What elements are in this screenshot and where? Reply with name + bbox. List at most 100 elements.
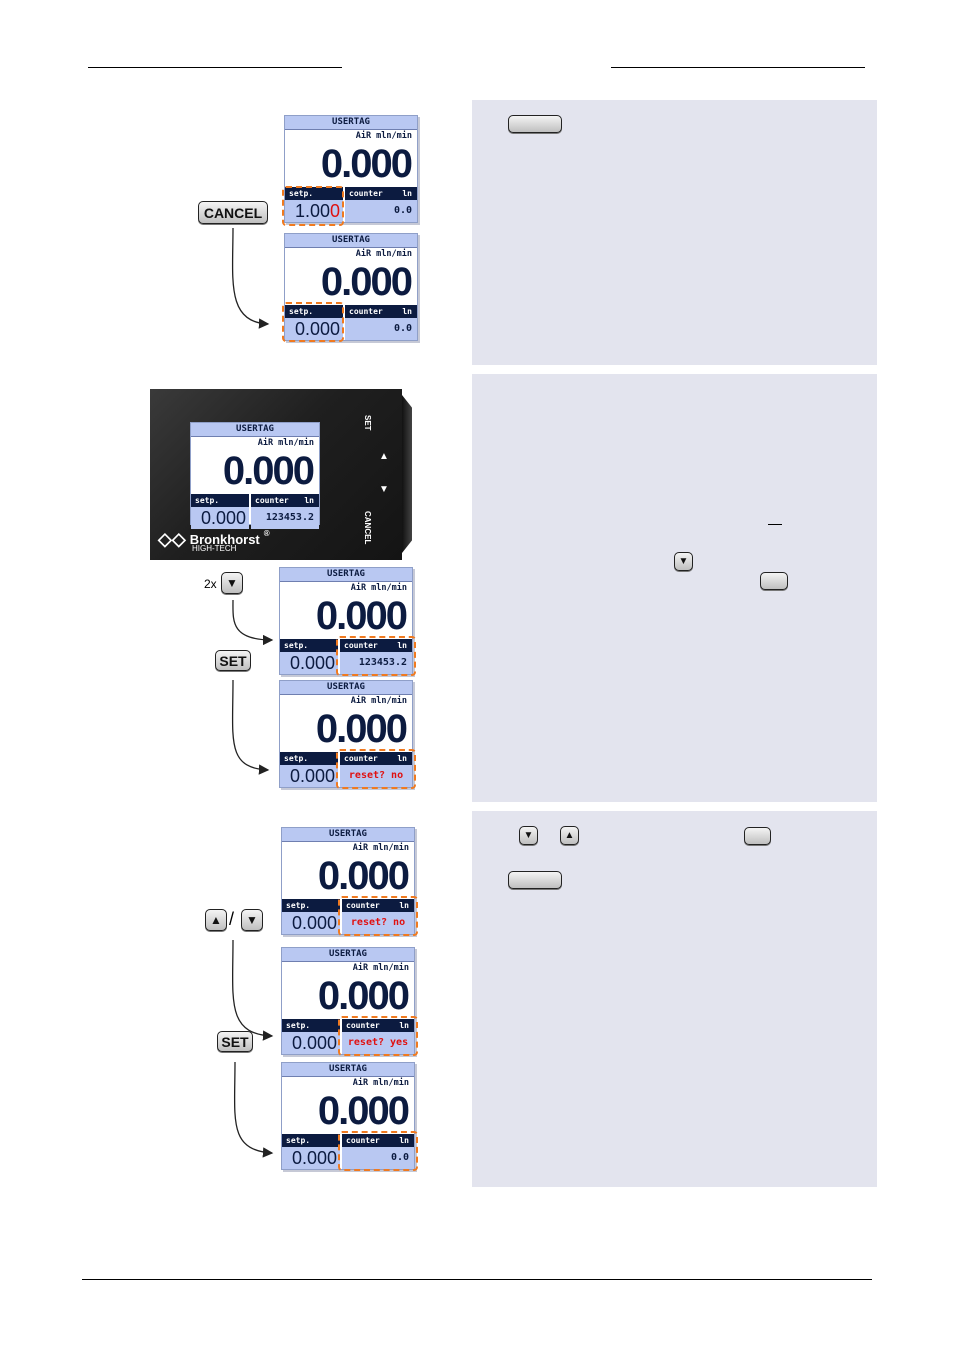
measured-value: 0.000: [315, 594, 408, 638]
setpoint-label: setp.: [191, 494, 249, 507]
brand-subtitle: HIGH-TECH: [192, 544, 237, 553]
instruction-panel-3: ▼ ▲: [472, 811, 877, 1187]
device-set-label: SET: [363, 415, 372, 431]
measured-value: 0.000: [317, 974, 410, 1018]
up-arrow-key: ▲: [205, 909, 227, 931]
setpoint-value: 0.000: [285, 318, 343, 340]
gas-unit: AiR mln/min: [355, 131, 412, 141]
instruction-panel-2: ▼: [472, 374, 877, 802]
device-side: [402, 395, 412, 553]
setpoint-value: 0.000: [280, 652, 338, 674]
setpoint-label: setp.: [285, 305, 343, 318]
setpoint-value: 0.000: [191, 507, 249, 529]
slash-label: /: [229, 909, 235, 929]
instruction-panel-1: [472, 100, 877, 365]
measured-value: 0.000: [320, 260, 413, 304]
measured-value: 0.000: [315, 707, 408, 751]
cancel-key: CANCEL: [198, 201, 268, 224]
usertag: USERTAG: [191, 423, 319, 437]
bronkhorst-logo: ◇◇ Bronkhorst®: [158, 529, 270, 550]
repeat-count-label: 2x: [204, 577, 217, 591]
measured-value: 0.000: [222, 449, 315, 493]
gas-unit: AiR mln/min: [350, 696, 407, 706]
gas-unit: AiR mln/min: [257, 438, 314, 448]
usertag: USERTAG: [282, 948, 414, 962]
highlight-counter: [336, 749, 416, 789]
usertag: USERTAG: [282, 828, 414, 842]
setpoint-label: setp.: [282, 1134, 340, 1147]
device-up-icon: ▲: [379, 451, 389, 462]
highlight-counter: [338, 1016, 418, 1056]
header-rule-right: [611, 67, 865, 68]
setpoint-value: 0.000: [280, 765, 338, 787]
highlight-setpoint: [282, 186, 344, 226]
device-down-icon: ▼: [379, 484, 389, 495]
usertag: USERTAG: [280, 568, 412, 582]
counter-value: reset? yes: [342, 1032, 414, 1054]
gas-unit: AiR mln/min: [352, 1078, 409, 1088]
usertag: USERTAG: [282, 1063, 414, 1077]
set-key: SET: [215, 650, 251, 671]
measured-value: 0.000: [317, 1089, 410, 1133]
key-icon-blank: [760, 572, 788, 590]
highlight-setpoint: [282, 302, 344, 342]
counter-value: reset? no: [340, 765, 412, 787]
highlight-counter: [336, 636, 416, 676]
setpoint-value: 0.000: [282, 1147, 340, 1169]
logo-mark-icon: ◇◇: [158, 529, 186, 549]
down-arrow-key-icon: ▼: [519, 826, 538, 845]
footer-rule: [82, 1279, 872, 1280]
header-rule-left: [88, 67, 342, 68]
highlight-counter: [338, 1131, 418, 1171]
key-icon-blank: [508, 871, 562, 889]
down-arrow-key: ▼: [221, 572, 243, 594]
gas-unit: AiR mln/min: [352, 963, 409, 973]
set-key: SET: [217, 1031, 253, 1052]
device-cancel-label: CANCEL: [363, 511, 372, 545]
brand-name: Bronkhorst: [189, 532, 260, 547]
usertag: USERTAG: [285, 116, 417, 130]
highlight-counter: [338, 896, 418, 936]
measured-value: 0.000: [317, 854, 410, 898]
counter-value: reset? no: [342, 912, 414, 934]
gas-unit: AiR mln/min: [350, 583, 407, 593]
setpoint-label: setp.: [285, 187, 343, 200]
counter-value: 123453.2: [340, 652, 412, 674]
down-arrow-key: ▼: [241, 909, 263, 931]
down-arrow-key-icon: ▼: [674, 552, 693, 571]
gas-unit: AiR mln/min: [355, 249, 412, 259]
gas-unit: AiR mln/min: [352, 843, 409, 853]
setpoint-value: 0.000: [282, 1032, 340, 1054]
measured-value: 0.000: [320, 142, 413, 186]
usertag: USERTAG: [285, 234, 417, 248]
key-icon-blank: [508, 115, 562, 133]
setpoint-label: setp.: [280, 752, 338, 765]
underline-mark: [768, 524, 782, 525]
setpoint-label: setp.: [282, 899, 340, 912]
counter-value: 0.0: [345, 318, 417, 340]
key-icon-blank: [744, 827, 771, 845]
counter-value: 0.0: [345, 200, 417, 222]
counter-value: 123453.2: [251, 507, 319, 529]
setpoint-label: setp.: [282, 1019, 340, 1032]
counter-value: 0.0: [342, 1147, 414, 1169]
setpoint-label: setp.: [280, 639, 338, 652]
up-arrow-key-icon: ▲: [560, 826, 579, 845]
setpoint-value: 1.000: [285, 200, 343, 222]
